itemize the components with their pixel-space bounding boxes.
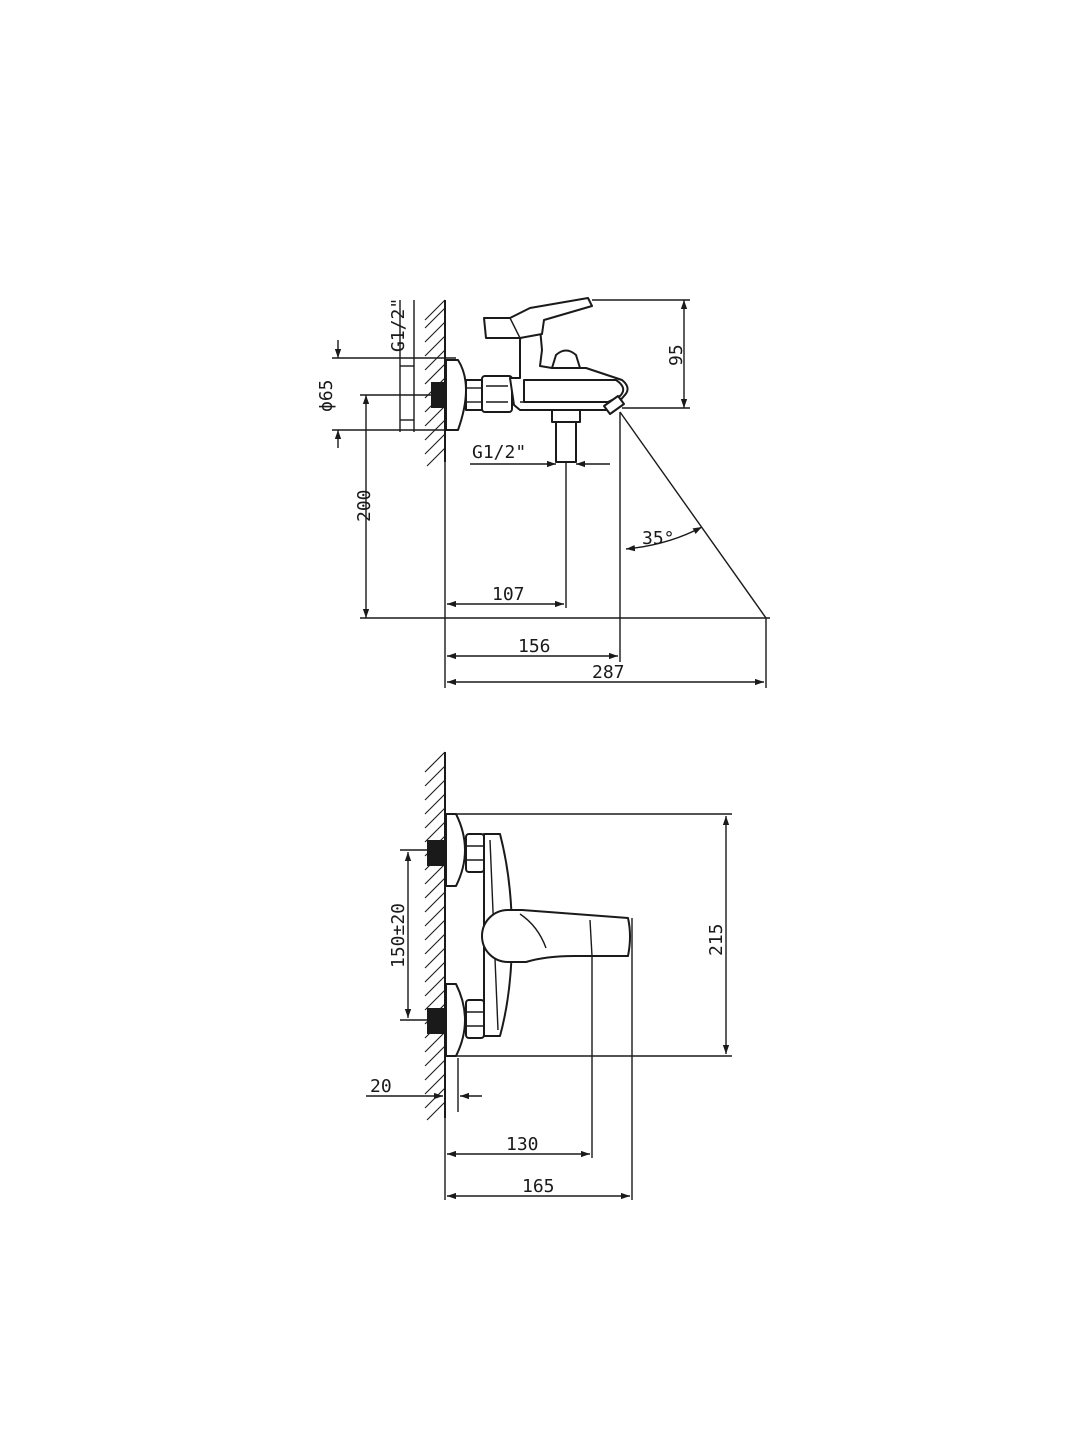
- inlet-pipe-upper: [427, 840, 445, 866]
- shower-outlet-pipe: [555, 421, 577, 463]
- thread-top-label: G1/2": [388, 298, 409, 352]
- connector-nut-top: [481, 375, 513, 413]
- bottom-view: 150±20 215 20 130 165: [366, 751, 732, 1200]
- nut-upper: [465, 833, 485, 873]
- depth-20-label: 20: [370, 1076, 392, 1097]
- spray-angle-line: [619, 411, 767, 619]
- inlet-pipe-lower: [427, 1008, 445, 1034]
- angle-label: 35°: [642, 528, 675, 549]
- diverter-knob-top: [551, 349, 581, 369]
- height-200-label: 200: [354, 489, 375, 522]
- wall-hatch-bottom: [424, 751, 446, 1121]
- len-156-label: 156: [518, 636, 551, 657]
- spout-top: [523, 379, 625, 403]
- escutcheon-lower: [445, 983, 466, 1057]
- spout-outlet-top: [603, 395, 625, 415]
- lever-front: [508, 909, 631, 963]
- escutcheon-upper: [445, 813, 466, 887]
- eccentric-nut-top: [465, 379, 483, 411]
- escutcheon-top: [445, 359, 467, 431]
- thread-bottom-label: G1/2": [472, 442, 526, 463]
- shower-outlet-top: [551, 409, 581, 423]
- len-287-label: 287: [592, 662, 625, 683]
- top-view: G1/2" ϕ65 200 95 G1/2" 35° 107: [316, 297, 770, 688]
- height-215-label: 215: [706, 923, 727, 956]
- nut-lower: [465, 999, 485, 1039]
- len-165-label: 165: [522, 1176, 555, 1197]
- len-107-label: 107: [492, 584, 525, 605]
- diameter-label: ϕ65: [316, 379, 337, 412]
- lever-handle-top: [483, 297, 593, 339]
- spacing-label: 150±20: [388, 903, 409, 968]
- len-130-label: 130: [506, 1134, 539, 1155]
- height-95-label: 95: [666, 344, 687, 366]
